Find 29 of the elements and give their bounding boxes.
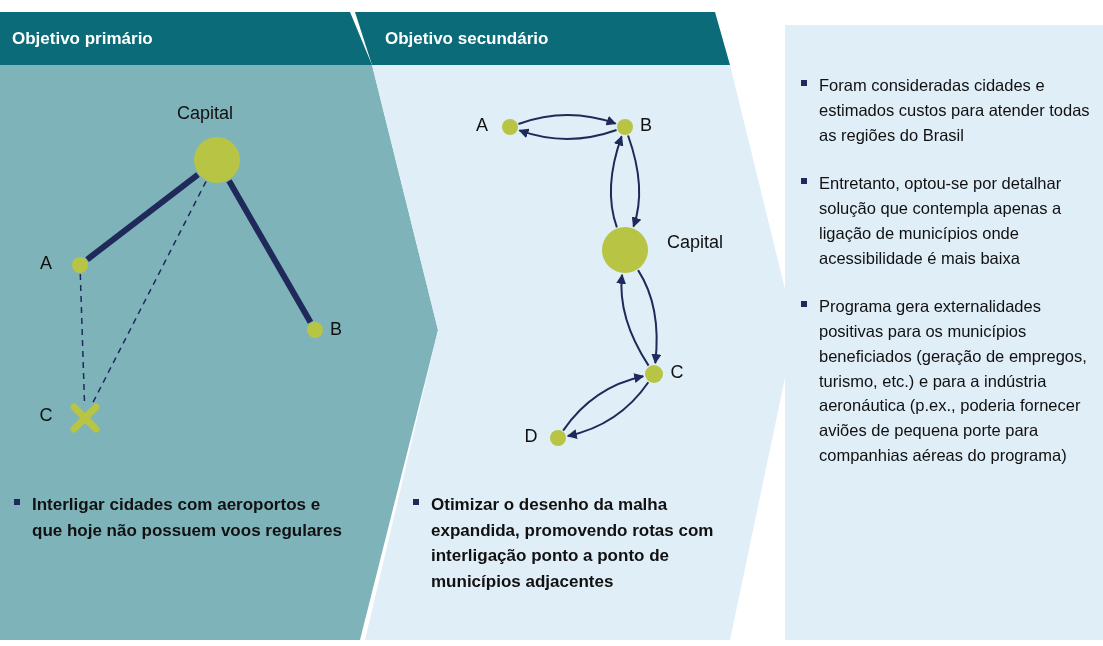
panel-heading: Objetivo secundário [385, 27, 549, 50]
city-label: B [329, 318, 343, 340]
panel-heading: Objetivo primário [12, 27, 153, 50]
bullet-text: Interligar cidades com aeroportos e que hoje não possuem voos regulares [32, 494, 343, 542]
city-label: A [39, 252, 53, 274]
arrow [637, 269, 662, 365]
arrow [616, 273, 650, 367]
text-panel [785, 25, 1103, 640]
city-label: C [669, 361, 685, 383]
city-label: A [475, 114, 489, 136]
bullet-text: Foram consideradas cidades e estimados custos para atender todas as regiões do Brasil [819, 75, 1091, 146]
city-label: C [38, 404, 54, 426]
city-label: B [639, 114, 653, 136]
connector-line [226, 179, 314, 324]
arrow [518, 128, 618, 140]
bullet-text: Entretanto, optou-se por detalhar solução que contempla apenas a ligação de municípios onde acessibilidade é mais baixa [819, 173, 1063, 269]
connector-line [79, 273, 86, 403]
city-label: D [523, 425, 539, 447]
city-label: Capital [666, 231, 724, 253]
arrow [517, 114, 617, 126]
city-label: Capital [176, 102, 234, 124]
arrow [566, 381, 650, 439]
bullet-text: Otimizar o desenho da malha expandida, promovendo rotas com interligação ponto a ponto de municípios adjacentes [431, 494, 715, 593]
arrow [627, 134, 641, 228]
arrow [609, 135, 624, 229]
connector-line [91, 180, 207, 405]
connector-line [85, 172, 200, 262]
bullet-text: Programa gera externalidades positivas para os municípios beneficiados (geração de empregos, turismo, etc.) e para a indústria aeronáutica (p.ex., poderia fornecer aviões de pequena porte para companhias aéreas do programa) [819, 296, 1088, 466]
arrow [562, 373, 645, 432]
